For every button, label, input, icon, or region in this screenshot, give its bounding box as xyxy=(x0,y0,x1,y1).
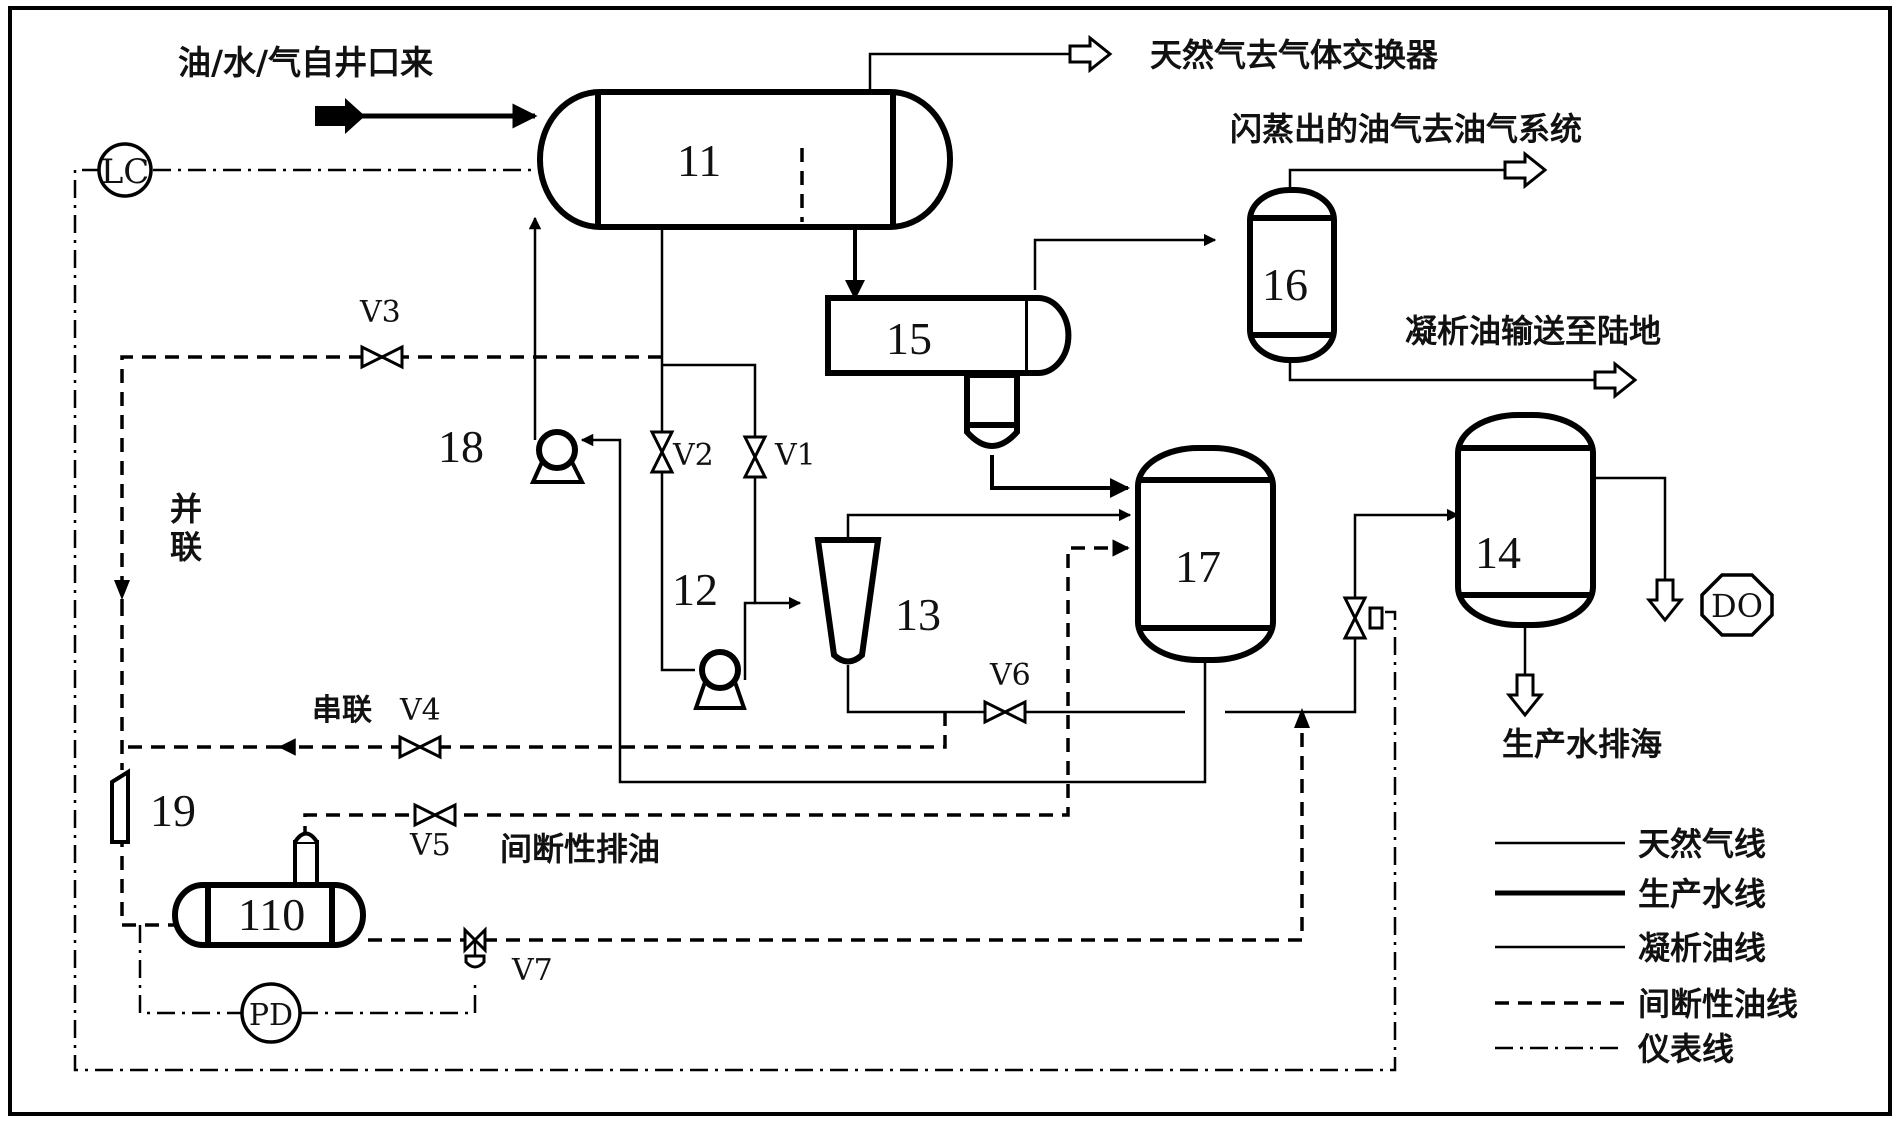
intermittent-drain-label: 间断性排油 xyxy=(500,830,660,868)
label-18: 18 xyxy=(438,421,484,472)
legend-intermittent-line: 间断性油线 xyxy=(1638,985,1798,1023)
inlet-label: 油/水/气自井口来 xyxy=(178,43,433,82)
flash-drum-15: 15 xyxy=(825,295,1072,449)
do-instrument: DO xyxy=(1700,573,1774,637)
label-12: 12 xyxy=(672,564,718,615)
v7-label: V7 xyxy=(511,953,553,988)
legend-water-line: 生产水线 xyxy=(1638,875,1766,913)
label-15: 15 xyxy=(886,313,932,364)
condensate-arrow-icon xyxy=(1593,360,1638,400)
valve-labels: V3 V2 V1 V6 V4 V5 V7 xyxy=(359,295,1031,988)
v2-label: V2 xyxy=(672,438,714,473)
v4-label: V4 xyxy=(399,693,441,728)
legend: 天然气线 生产水线 凝析油线 间断性油线 仪表线 xyxy=(1495,825,1798,1068)
separator-11: 11 xyxy=(537,89,953,230)
hydrocyclone-13: 13 xyxy=(814,537,941,665)
drain-drum-110: 110 xyxy=(172,831,366,948)
pd-label: PD xyxy=(249,998,293,1033)
v6-label: V6 xyxy=(989,658,1031,693)
gas-out-arrow-icon xyxy=(1068,34,1113,74)
inlet-arrow-icon xyxy=(315,98,365,134)
valve-v5[interactable] xyxy=(413,802,457,828)
label-110: 110 xyxy=(238,889,305,940)
label-19: 19 xyxy=(150,785,196,836)
label-17: 17 xyxy=(1175,541,1221,592)
label-13: 13 xyxy=(895,589,941,640)
valve-v3[interactable] xyxy=(360,344,404,370)
diagram-frame xyxy=(8,6,1892,1116)
v5-label: V5 xyxy=(409,828,451,863)
pump-18: 18 xyxy=(438,421,586,484)
water-out-label: 生产水排海 xyxy=(1502,725,1662,763)
do-label: DO xyxy=(1711,587,1763,625)
vessel-17: 17 xyxy=(1135,445,1276,663)
parallel-label-char1: 并 xyxy=(170,490,202,528)
legend-instrument-line: 仪表线 xyxy=(1637,1030,1734,1068)
filter-19: 19 xyxy=(110,768,196,844)
parallel-label: 并 联 xyxy=(170,490,213,566)
pd-instrument: PD xyxy=(240,982,302,1044)
valve-v1[interactable] xyxy=(742,435,768,479)
intermittent-oil-lines xyxy=(114,355,1310,942)
valve-feed-14[interactable] xyxy=(1342,596,1368,640)
label-16: 16 xyxy=(1262,259,1308,310)
legend-gas-line: 天然气线 xyxy=(1638,825,1766,863)
stream-labels: 油/水/气自井口来 天然气去气体交换器 闪蒸出的油气去油气系统 凝析油输送至陆地… xyxy=(170,36,1662,868)
do-arrow-icon xyxy=(1645,578,1685,623)
v3-label: V3 xyxy=(359,295,401,330)
vessel-14: 14 xyxy=(1455,412,1596,628)
lc-instrument: LC xyxy=(97,142,153,198)
parallel-label-char2: 联 xyxy=(170,528,202,566)
water-out-arrow-icon xyxy=(1505,673,1545,718)
label-11: 11 xyxy=(677,135,721,186)
valve-v2[interactable] xyxy=(649,430,675,474)
pump-12: 12 xyxy=(672,564,747,710)
condensate-label: 凝析油输送至陆地 xyxy=(1405,312,1661,350)
gas-out-label: 天然气去气体交换器 xyxy=(1150,36,1439,74)
legend-condensate-line: 凝析油线 xyxy=(1638,929,1766,967)
series-label: 串联 xyxy=(312,693,372,728)
vessel-16: 16 xyxy=(1247,187,1337,363)
flash-gas-label: 闪蒸出的油气去油气系统 xyxy=(1230,110,1582,148)
label-14: 14 xyxy=(1475,527,1521,578)
process-lines xyxy=(360,52,1667,784)
valve-v6[interactable] xyxy=(983,699,1027,725)
flash-gas-arrow-icon xyxy=(1503,150,1548,190)
lc-label: LC xyxy=(101,152,150,192)
v1-label: V1 xyxy=(774,438,816,473)
valve-v4[interactable] xyxy=(398,734,442,760)
instrument-lines xyxy=(73,168,1397,1072)
valves xyxy=(360,344,1384,969)
outlet-arrows xyxy=(315,34,1685,718)
